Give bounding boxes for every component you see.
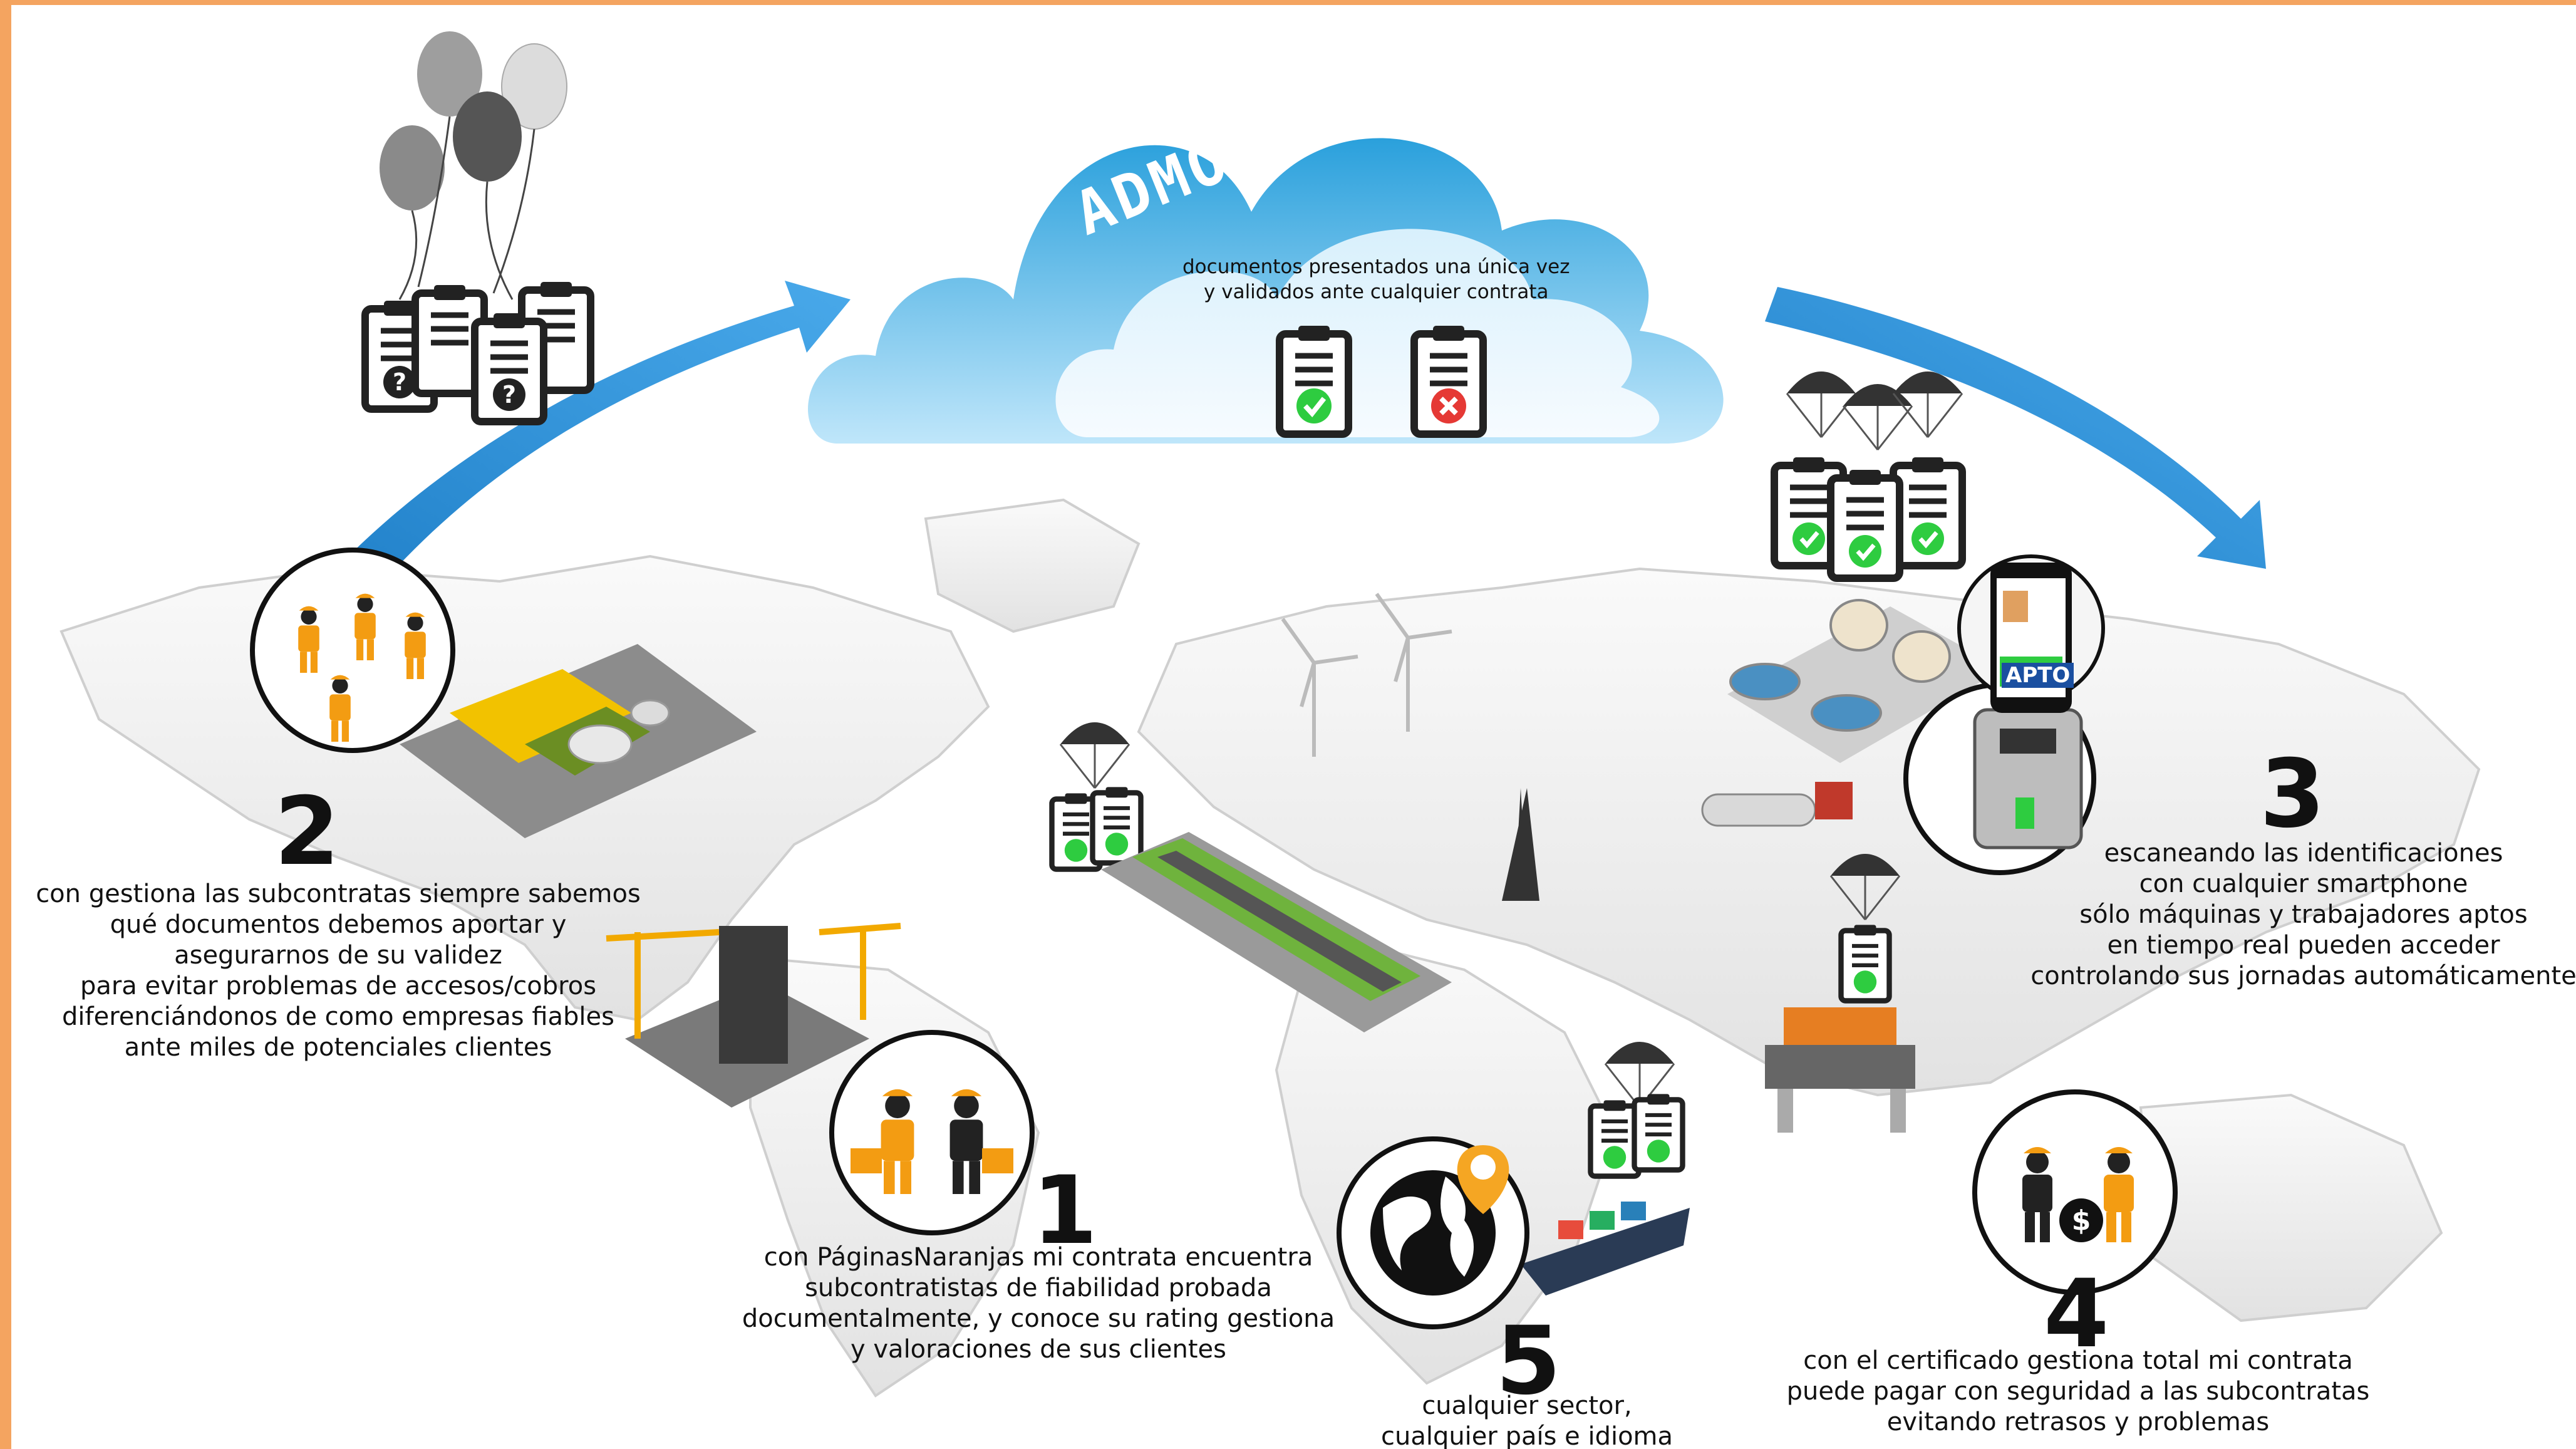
cloud-caption: documentos presentados una única vez y v… [1182,254,1570,304]
step-number-4: 4 [2044,1260,2109,1369]
illustration: ? ? [59,31,2481,1398]
world-map [59,498,2481,1398]
step-number-2: 2 [274,777,340,886]
step-1-description: con PáginasNaranjas mi contrata encuentr… [732,1242,1345,1365]
clipboard-question-icon: ? [365,301,434,409]
step-5-line: cualquier sector, [1422,1391,1632,1420]
crane-icon [606,923,901,1108]
cloud-caption-line-2: y validados ante cualquier contrata [1204,281,1549,303]
workers-circle [250,548,455,753]
step-3-line: con cualquier smartphone [2139,870,2468,898]
clipboard-question-icon: ? [475,313,544,422]
turnstile-icon [1903,682,2096,875]
apto-badge: APTO [2002,663,2074,688]
step-3-line: sólo máquinas y trabajadores aptos [2079,900,2528,929]
step-number-5: 5 [1496,1307,1561,1416]
factory-icon [400,644,757,838]
parachute-icon [1786,370,1963,451]
handshake-icon [829,1030,1035,1235]
oil-tower-icon [1502,788,1539,901]
svg-text:$: $ [2072,1205,2091,1237]
svg-text:?: ? [393,368,406,396]
clipboard-check-icon [1280,326,1348,434]
step-1-line: con PáginasNaranjas mi contrata encuentr… [763,1243,1313,1272]
step-number-3: 3 [2260,740,2325,849]
step-3-line: escaneando las identificaciones [2104,839,2503,868]
step-4-line: evitando retrasos y problemas [1886,1408,2270,1436]
step-4-description: con el certificado gestiona total mi con… [1777,1346,2379,1438]
balloons-icon [380,31,567,300]
payment-icon: $ [1972,1089,2178,1295]
step-3-line: controlando sus jornadas automáticamente [2030,962,2576,990]
step-5-line: cualquier país e idioma [1380,1422,1673,1449]
step-3-description: escaneando las identificaciones con cual… [2028,838,2576,992]
oil-rig-icon [1765,1007,1915,1133]
step-2-line: ante miles de potenciales clientes [124,1033,552,1062]
step-2-line: qué documentos debemos aportar y [110,910,567,939]
step-number-1: 1 [1032,1156,1098,1265]
cloud-icon [808,138,1724,444]
clipboard-cross-icon [1414,326,1483,434]
ship-icon [1521,1202,1690,1296]
truck-icon [1701,782,1853,827]
step-1-line: subcontratistas de fiabilidad probada [805,1274,1272,1302]
svg-text:?: ? [502,381,516,408]
wind-turbine-icon [1281,593,1452,757]
arrow-right [1765,287,2266,569]
treatment-plant-icon [1727,599,2003,763]
step-4-line: puede pagar con seguridad a las subcontr… [1786,1377,2370,1406]
step-2-line: con gestiona las subcontratas siempre sa… [36,880,641,908]
step-2-line: para evitar problemas de accesos/cobros [80,972,597,1000]
step-1-line: y valoraciones de sus clientes [851,1335,1226,1364]
step-1-line: documentalmente, y conoce su rating gest… [742,1304,1335,1333]
step-2-line: asegurarnos de su validez [174,941,502,970]
step-2-description: con gestiona las subcontratas siempre sa… [25,879,651,1063]
airport-icon [1101,832,1452,1032]
globe-pin-icon [1337,1136,1529,1329]
step-3-line: en tiempo real pueden acceder [2107,931,2500,960]
step-5-description: cualquier sector, cualquier país e idiom… [1364,1391,1690,1449]
step-2-line: diferenciándonos de como empresas fiable… [62,1002,614,1031]
step-4-line: con el certificado gestiona total mi con… [1803,1346,2353,1375]
cloud-caption-line-1: documentos presentados una única vez [1182,256,1570,278]
